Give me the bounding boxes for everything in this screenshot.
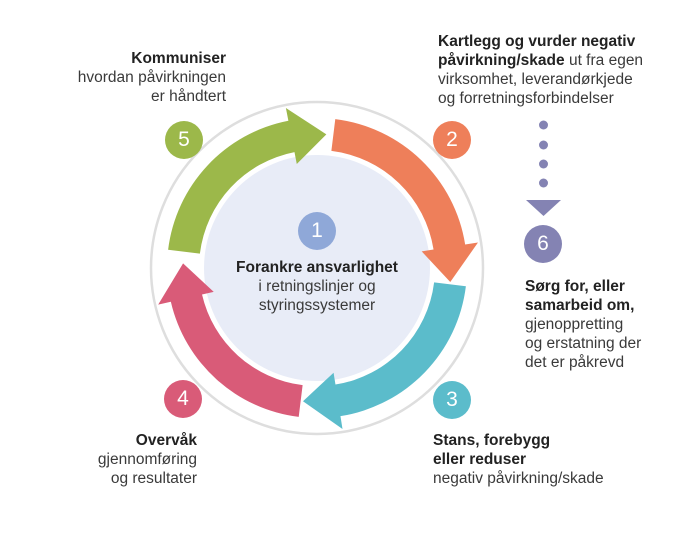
step-5-badge: 5 bbox=[165, 121, 203, 159]
step-1-line: styringssystemer bbox=[258, 297, 376, 314]
dotted-connector-dot bbox=[539, 140, 548, 150]
step-2-line: og forretningsforbindelser bbox=[438, 90, 614, 107]
step-5-title: Kommuniser bbox=[131, 50, 226, 67]
step-4-line: og resultater bbox=[110, 470, 197, 487]
step-6-text: Sørg for, eller samarbeid om, gjenoppret… bbox=[525, 277, 695, 372]
step-2-line: virksomhet, leverandørkjede bbox=[438, 71, 633, 88]
step-6-title: samarbeid om, bbox=[525, 297, 635, 314]
step-6-badge: 6 bbox=[524, 225, 562, 263]
step-2-line: ut fra egen bbox=[564, 52, 644, 69]
step-1-badge: 1 bbox=[298, 212, 336, 250]
step-3-title: Stans, forebygg bbox=[433, 432, 551, 449]
center-circle bbox=[204, 155, 430, 381]
dotted-connector-dot bbox=[539, 159, 548, 169]
step-1-title: Forankre ansvarlighet bbox=[236, 259, 398, 276]
step-3-text: Stans, forebygg eller reduser negativ på… bbox=[433, 431, 683, 488]
step-4-text: Overvåk gjennomføring og resultater bbox=[40, 431, 197, 488]
step-6-title: Sørg for, eller bbox=[525, 278, 625, 295]
step-6-line: det er påkrevd bbox=[525, 354, 625, 371]
step-4-title: Overvåk bbox=[135, 432, 197, 449]
step-4-badge: 4 bbox=[164, 380, 202, 418]
step-1-line: i retningslinjer og bbox=[258, 278, 376, 295]
down-arrow-icon bbox=[526, 200, 561, 216]
step-5-text: Kommuniser hvordan påvirkningen er håndt… bbox=[20, 49, 226, 106]
step-1-text: Forankre ansvarlighet i retningslinjer o… bbox=[207, 258, 427, 315]
step-4-arrow bbox=[158, 263, 303, 417]
dotted-connector-dot bbox=[539, 120, 548, 130]
step-3-badge: 3 bbox=[433, 381, 471, 419]
outer-ring bbox=[149, 100, 485, 436]
step-5-arrow bbox=[168, 107, 327, 254]
step-3-title: eller reduser bbox=[433, 451, 527, 468]
step-2-title: påvirkning/skade bbox=[438, 52, 565, 69]
step-6-line: gjenoppretting bbox=[525, 316, 624, 333]
step-3-arrow bbox=[302, 282, 466, 429]
step-2-badge: 2 bbox=[433, 121, 471, 159]
dotted-connector-dot bbox=[539, 178, 548, 188]
step-2-title: Kartlegg og vurder negativ bbox=[438, 33, 636, 50]
step-6-line: og erstatning der bbox=[525, 335, 642, 352]
step-5-line: hvordan påvirkningen bbox=[77, 69, 226, 86]
step-5-line: er håndtert bbox=[151, 88, 226, 105]
step-2-text: Kartlegg og vurder negativ påvirkning/sk… bbox=[438, 32, 698, 108]
step-3-line: negativ påvirkning/skade bbox=[433, 470, 604, 487]
step-2-arrow bbox=[331, 119, 478, 283]
step-4-line: gjennomføring bbox=[97, 451, 197, 468]
